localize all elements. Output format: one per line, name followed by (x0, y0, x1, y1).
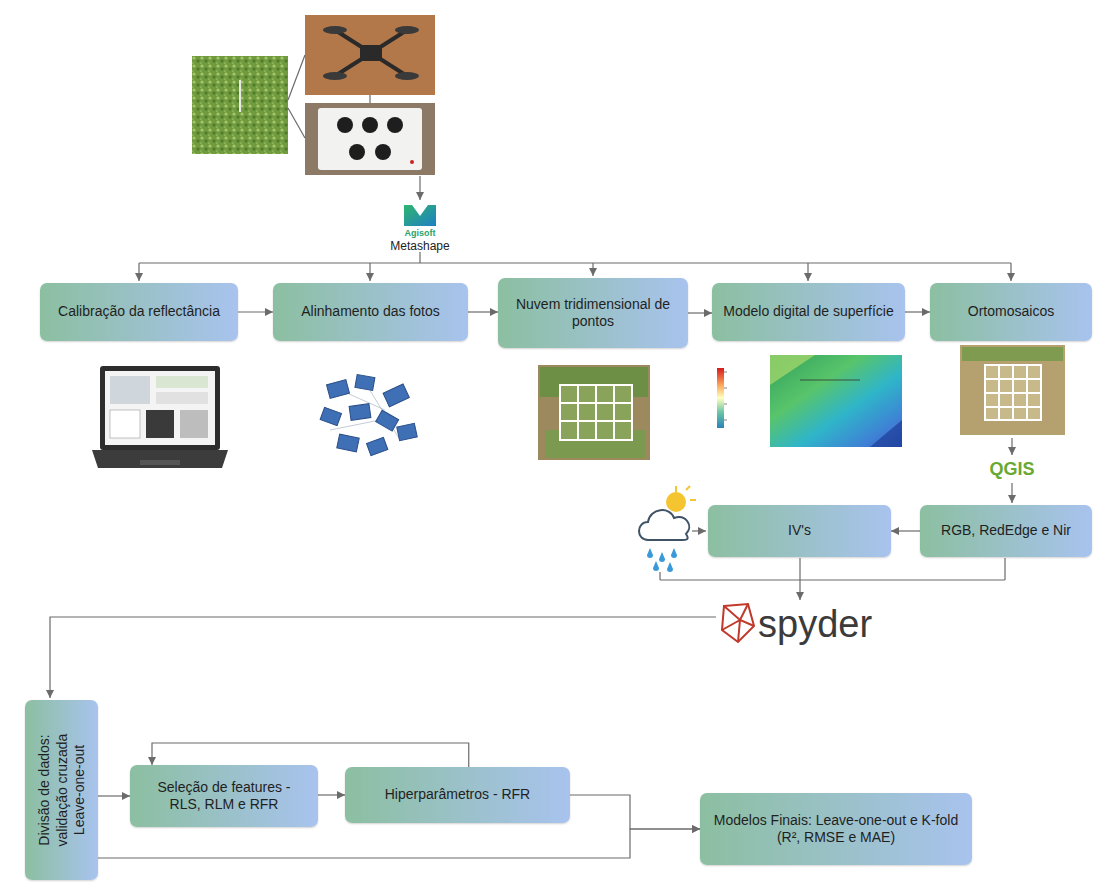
flow-arrow (238, 311, 273, 312)
box-label: Modelos Finais: Leave-one-out e K-fold (… (710, 812, 962, 847)
drone-photo (305, 15, 435, 95)
flow-arrow (98, 829, 700, 858)
vertical-box: Divisão de dados: validação cruzada Leav… (25, 700, 98, 880)
box-label: Modelo digital de superfície (722, 303, 895, 321)
text-holder: Modelo digital de superfície (722, 303, 895, 321)
weather-icon (639, 486, 696, 572)
orthomosaic-illustration (960, 345, 1065, 435)
point-cloud-illustration (538, 365, 650, 460)
text-holder: Alinhamento das fotos (283, 303, 458, 321)
aligned-cameras-illustration (320, 375, 417, 456)
process-box: Nuvem tridimensional de pontos (498, 278, 688, 348)
box-label: Nuvem tridimensional de pontos (508, 296, 678, 331)
photo-links (288, 55, 420, 200)
text-holder: Hiperparâmetros - RFR (355, 786, 560, 804)
process-box: IV's (708, 505, 891, 557)
text-holder: RGB, RedEdge e Nir (930, 522, 1082, 540)
software-name: Agisoft (405, 229, 436, 238)
flow-arrow (468, 311, 498, 312)
process-box: Modelo digital de superfície (712, 283, 905, 341)
text-holder: Divisão de dados: validação cruzada Leav… (35, 715, 88, 865)
spyder-icon (722, 604, 754, 642)
flow-arrow (891, 530, 920, 531)
grass-photo (192, 56, 288, 154)
box-label: Seleção de features - RLS, RLM e RFR (140, 779, 308, 814)
box-label: Alinhamento das fotos (283, 303, 458, 321)
text-holder: Modelos Finais: Leave-one-out e K-fold (… (710, 812, 962, 847)
box-label: IV's (718, 522, 881, 540)
software-name: spyder (758, 605, 872, 643)
text-holder: Seleção de features - RLS, RLM e RFR (140, 779, 308, 814)
flow-arrow (98, 795, 130, 796)
text-holder: Ortomosaicos (940, 303, 1082, 321)
box-label: RGB, RedEdge e Nir (930, 522, 1082, 540)
flow-arrow (570, 795, 700, 829)
metashape-bracket (139, 252, 1011, 281)
flow-arrow (152, 743, 469, 767)
calibration-panel-photo (305, 103, 435, 175)
laptop-illustration (92, 366, 228, 468)
process-box: Hiperparâmetros - RFR (345, 767, 570, 823)
box-label: Calibração da reflectância (50, 303, 228, 321)
result-box: Modelos Finais: Leave-one-out e K-fold (… (700, 793, 972, 865)
surface-model-illustration (717, 355, 902, 447)
box-label: Divisão de dados: validação cruzada Leav… (35, 715, 88, 865)
box-label: Hiperparâmetros - RFR (355, 786, 560, 804)
process-box: RGB, RedEdge e Nir (920, 505, 1092, 557)
box-label: Ortomosaicos (940, 303, 1082, 321)
process-box: Ortomosaicos (930, 283, 1092, 341)
text-holder: Nuvem tridimensional de pontos (508, 296, 678, 331)
software-name: Metashape (390, 240, 449, 252)
text-holder: IV's (718, 522, 881, 540)
process-box: Alinhamento das fotos (273, 283, 468, 341)
flow-arrow (688, 312, 712, 313)
software-name: QGIS (989, 460, 1034, 478)
flow-arrow (318, 794, 345, 795)
flow-arrow (905, 311, 930, 312)
process-box: Calibração da reflectância (40, 283, 238, 341)
text-holder: Calibração da reflectância (50, 303, 228, 321)
process-box: Seleção de features - RLS, RLM e RFR (130, 765, 318, 827)
metashape-logo (404, 205, 436, 226)
